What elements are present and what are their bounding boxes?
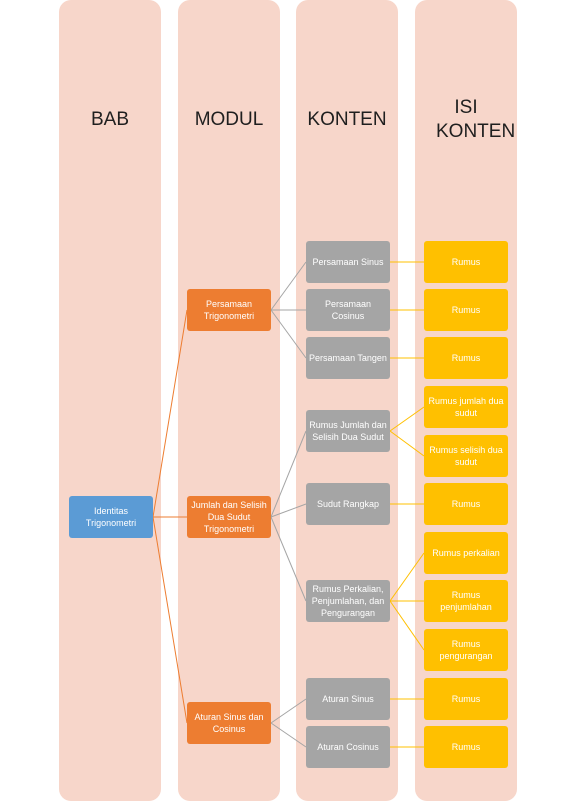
node-bab-identitas-trigonometri: Identitas Trigonometri <box>69 496 153 538</box>
link-modul2-konten6 <box>270 516 307 602</box>
link-modul1-konten3 <box>270 309 307 359</box>
node-isi-rumus-selisih-dua-sudut: Rumus selisih dua sudut <box>424 435 508 477</box>
node-konten-sudut-rangkap: Sudut Rangkap <box>306 483 390 525</box>
link-modul2-konten4 <box>270 430 307 518</box>
node-isi-rumus-perkalian: Rumus perkalian <box>424 532 508 574</box>
link-konten4-isi4 <box>389 406 425 432</box>
node-isi-rumus-2: Rumus <box>424 289 508 331</box>
node-konten-rumus-jumlah-selisih: Rumus Jumlah dan Selisih Dua Sudut <box>306 410 390 452</box>
node-isi-rumus-11: Rumus <box>424 726 508 768</box>
link-konten6-isi9 <box>389 600 425 651</box>
column-bab: BAB <box>59 0 161 801</box>
node-isi-rumus-6: Rumus <box>424 483 508 525</box>
column-title-bab: BAB <box>90 109 130 130</box>
column-title-isi-konten: ISI KONTEN <box>415 96 517 144</box>
link-modul2-konten5 <box>270 503 307 518</box>
column-title-isi-konten-text: ISI KONTEN <box>436 97 516 142</box>
link-bab-modul-1 <box>152 309 188 518</box>
node-isi-rumus-jumlah-dua-sudut: Rumus jumlah dua sudut <box>424 386 508 428</box>
link-bab-modul-3 <box>152 516 188 724</box>
link-konten6-isi7 <box>389 552 425 602</box>
node-konten-aturan-sinus: Aturan Sinus <box>306 678 390 720</box>
node-konten-aturan-cosinus: Aturan Cosinus <box>306 726 390 768</box>
node-modul-persamaan-trigonometri: Persamaan Trigonometri <box>187 289 271 331</box>
node-konten-persamaan-sinus: Persamaan Sinus <box>306 241 390 283</box>
node-konten-persamaan-tangen: Persamaan Tangen <box>306 337 390 379</box>
link-konten4-isi5 <box>389 430 425 457</box>
node-isi-rumus-penjumlahan: Rumus penjumlahan <box>424 580 508 622</box>
node-konten-rumus-perkalian: Rumus Perkalian, Penjumlahan, dan Pengur… <box>306 580 390 622</box>
node-isi-rumus-3: Rumus <box>424 337 508 379</box>
node-modul-aturan-sinus-cosinus: Aturan Sinus dan Cosinus <box>187 702 271 744</box>
column-modul: MODUL <box>178 0 280 801</box>
link-modul3-konten8 <box>270 722 307 748</box>
node-isi-rumus-pengurangan: Rumus pengurangan <box>424 629 508 671</box>
node-isi-rumus-1: Rumus <box>424 241 508 283</box>
link-modul3-konten7 <box>270 698 307 724</box>
link-modul1-konten1 <box>270 261 307 311</box>
node-konten-persamaan-cosinus: Persamaan Cosinus <box>306 289 390 331</box>
node-modul-jumlah-selisih: Jumlah dan Selisih Dua Sudut Trigonometr… <box>187 496 271 538</box>
column-title-konten: KONTEN <box>307 109 387 130</box>
column-konten: KONTEN <box>296 0 398 801</box>
node-isi-rumus-10: Rumus <box>424 678 508 720</box>
column-title-modul: MODUL <box>194 109 264 130</box>
